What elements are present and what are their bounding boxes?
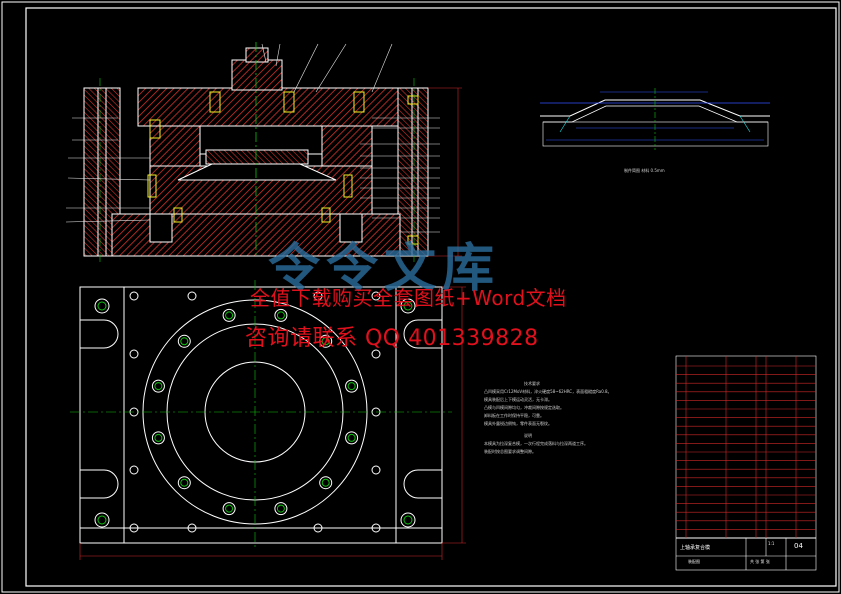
technical-notes: 技术要求 凸凹模采用Cr12MoV材料，淬火硬度58~62HRC，表面粗糙度Ra… xyxy=(484,380,612,456)
bolt-hole-thread xyxy=(225,311,234,320)
bolt-hole xyxy=(222,308,236,322)
notes-line: 本模具为拉深复合模，一次行程完成落料与拉深两道工序。 xyxy=(484,441,588,446)
bolt-hole-thread xyxy=(180,478,189,487)
watermark-line-1: 全值下载购买全套图纸+Word文档 xyxy=(250,286,567,310)
leader-lines xyxy=(65,43,440,233)
bolt-hole xyxy=(151,379,165,393)
title-block-scale: 1:1 xyxy=(768,541,775,546)
notes-line: 卸料板在工作时保持平稳，可靠。 xyxy=(484,413,544,418)
bolt-hole xyxy=(222,502,236,516)
bolt-hole-thread xyxy=(154,382,163,391)
bolt-hole-thread xyxy=(180,337,189,346)
bolt-hole xyxy=(345,431,359,445)
section-view xyxy=(83,42,462,262)
plan-centerlines xyxy=(70,280,452,550)
notes-heading-2: 说明 xyxy=(524,433,532,438)
bolt-hole xyxy=(319,476,333,490)
notes-line: 凸凹模采用Cr12MoV材料，淬火硬度58~62HRC，表面粗糙度Ra0.8。 xyxy=(484,389,612,394)
bolt-hole xyxy=(274,502,288,516)
inner-frame xyxy=(25,7,837,587)
title-block-label: 装配图 xyxy=(688,559,700,564)
bolt-hole-thread xyxy=(347,382,356,391)
title-block-sheet: 共 张 第 张 xyxy=(750,559,770,564)
notes-line: 凸模与凹模间隙均匀，冲裁间隙按规定选取。 xyxy=(484,405,564,410)
notes-heading: 技术要求 xyxy=(524,381,540,386)
bolt-hole-thread xyxy=(276,311,285,320)
bolt-hole xyxy=(274,308,288,322)
bolt-hole-thread xyxy=(154,433,163,442)
bolt-hole xyxy=(345,379,359,393)
bolt-hole xyxy=(177,476,191,490)
notes-line: 模具装配后上下模运动灵活，无卡滞。 xyxy=(484,397,552,402)
notes-line: 装配时按总图要求调整间隙。 xyxy=(484,449,536,454)
watermark-logo: 令令文库 xyxy=(268,239,501,299)
part-sketch xyxy=(540,88,770,150)
bolt-hole-thread xyxy=(225,504,234,513)
bolt-hole-thread xyxy=(347,433,356,442)
plan-dimension xyxy=(79,286,466,560)
bolt-hole-thread xyxy=(321,337,330,346)
bolt-hole-thread xyxy=(321,478,330,487)
bolt-hole xyxy=(319,334,333,348)
notes-line: 模具外露锐边倒钝，零件表面无裂纹。 xyxy=(484,421,552,426)
title-block-title: 上轴承复合模 xyxy=(680,545,711,551)
title-block xyxy=(675,355,817,571)
bolt-hole xyxy=(177,334,191,348)
bolt-hole-thread xyxy=(276,504,285,513)
bolt-hole xyxy=(151,431,165,445)
title-block-drawing-no: 04 xyxy=(794,542,803,550)
watermark-line-2: 咨询请联系 QQ 401339828 xyxy=(245,326,539,351)
part-caption: 制件简图 材料 0.5mm xyxy=(624,168,665,173)
